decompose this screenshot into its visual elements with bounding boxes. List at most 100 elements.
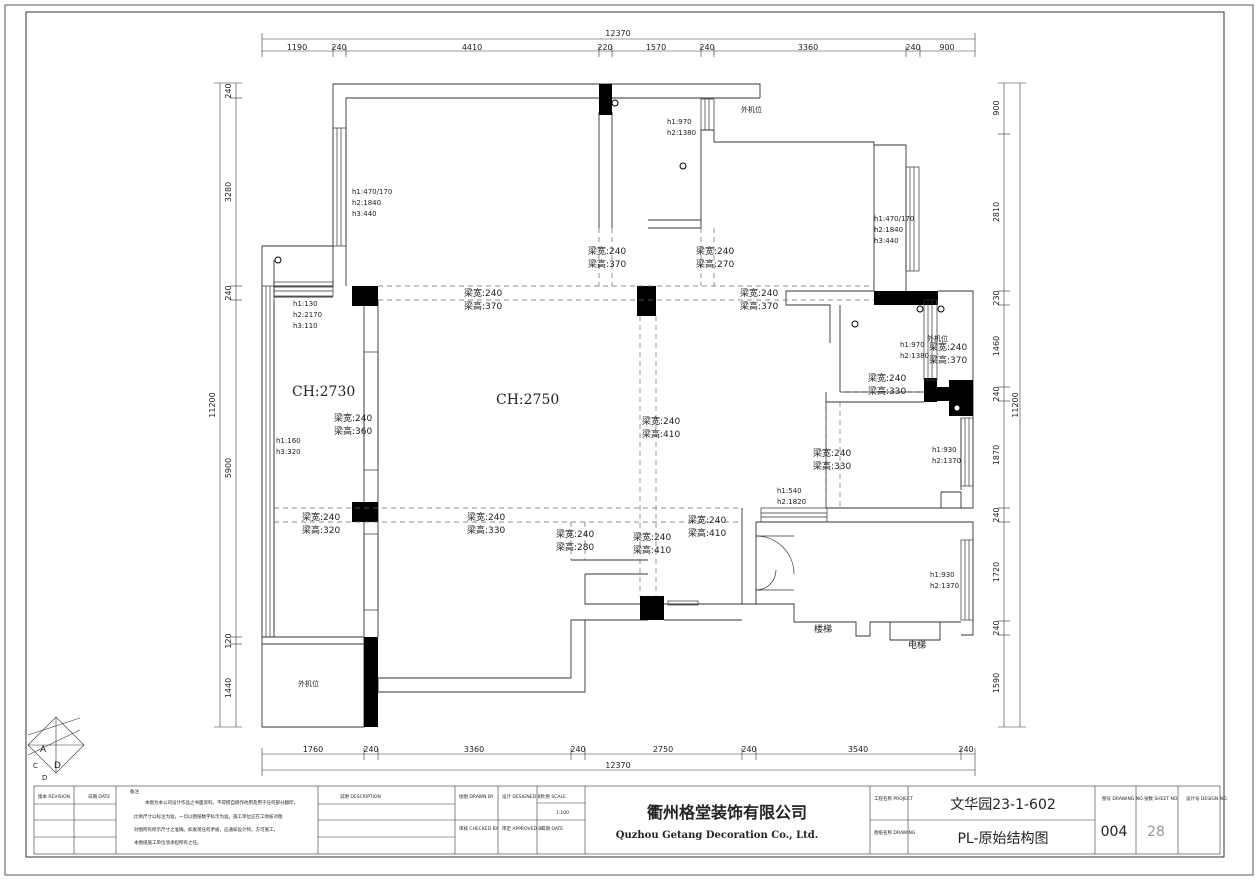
walls: [261, 83, 974, 728]
beam-label: 梁高:370: [929, 354, 967, 366]
beam-label: 梁高:370: [464, 300, 502, 312]
tb-design-no-label: 设计号 DESIGN NO.: [1186, 795, 1228, 802]
beam-label: 梁高:280: [556, 541, 594, 553]
beam-label: 梁宽:240: [688, 514, 726, 526]
beam-label: 梁高:410: [642, 428, 680, 440]
drawing-name: PL-原始结构图: [957, 831, 1048, 847]
drawing-number: 004: [1101, 824, 1128, 840]
bottom-dim-6: 240: [741, 745, 756, 754]
beam-label: 梁宽:240: [588, 245, 626, 257]
sheet-number: 28: [1147, 824, 1165, 840]
window-label: h2:1820: [777, 498, 806, 506]
company-name-en: Quzhou Getang Decoration Co., Ltd.: [616, 830, 819, 841]
right-dimensions: [998, 82, 1026, 728]
bottom-total-dim: 12370: [605, 761, 630, 770]
beam-label: 梁宽:240: [696, 245, 734, 257]
right-dim-1: 900: [992, 100, 1001, 115]
beam-label: 梁高:410: [633, 544, 671, 556]
window-label: h1:970: [667, 118, 692, 126]
right-dim-4: 1460: [992, 336, 1001, 356]
top-total-dim: 12370: [605, 29, 630, 38]
right-total-dim: 11200: [1011, 392, 1020, 417]
window-label: h1:970: [900, 341, 925, 349]
right-dim-10: 1590: [992, 673, 1001, 693]
window-label: h1:930: [932, 446, 957, 454]
marker-symbols: [274, 99, 961, 412]
top-dim-9: 900: [939, 43, 954, 52]
tb-note-line: 对图所有所示尺寸之准确。如发现任何矛盾，应通知设计师。方可施工，: [134, 826, 278, 833]
tb-scale-label: 比例 SCALE: [541, 793, 566, 800]
tb-note-line: 比例尺寸以标注为准，一切以图纸数字标示为准。施工单位应在工地核对图: [134, 813, 283, 820]
beam-label: 梁宽:240: [813, 447, 851, 459]
beam-label: 梁高:370: [740, 300, 778, 312]
stairs-label: 楼梯: [814, 623, 832, 635]
entry-door: [755, 535, 795, 591]
window-label: h3:440: [352, 210, 377, 218]
beam-label: 梁高:370: [588, 258, 626, 270]
outdoor-unit-label-2: 外机位: [927, 334, 948, 343]
tb-date-label: 日期 DATE: [88, 794, 110, 800]
tb-designed-label: 设计 DESIGNED BY: [502, 793, 543, 800]
window-label: h3:440: [874, 237, 899, 245]
ceiling-height-main: CH:2750: [496, 392, 559, 408]
beam-label: 梁高:360: [334, 425, 372, 437]
tb-note-line: 本图为本公司设计作品之书面资料，不得擅自挪作他用及用于任何部分翻印，: [145, 799, 298, 806]
bottom-dim-2: 240: [363, 745, 378, 754]
right-dim-6: 1870: [992, 445, 1001, 465]
beam-label: 梁宽:240: [334, 412, 372, 424]
bottom-dim-4: 240: [570, 745, 585, 754]
windows-lines: [261, 98, 974, 638]
top-dim-1: 1190: [287, 43, 307, 52]
tb-project-label: 工程名称 PROJECT: [874, 795, 913, 802]
beam-label: 梁高:330: [467, 524, 505, 536]
left-dim-1: 240: [224, 83, 233, 98]
outer-border: [4, 4, 1254, 876]
beam-label: 梁高:330: [813, 460, 851, 472]
index-letter-a: A: [40, 745, 47, 755]
right-dim-5: 240: [992, 386, 1001, 401]
window-label: h2:1380: [900, 352, 929, 360]
ceiling-height-left: CH:2730: [292, 384, 355, 400]
beam-label: 梁宽:240: [556, 528, 594, 540]
left-dim-5: 120: [224, 633, 233, 648]
window-label: h2:1840: [874, 226, 903, 234]
window-label: h1:160: [276, 437, 301, 445]
project-name: 文华园23-1-602: [950, 797, 1056, 813]
left-total-dim: 11200: [208, 392, 217, 417]
beam-label: 梁宽:240: [633, 531, 671, 543]
window-label: h3:110: [293, 322, 318, 330]
title-block: [33, 785, 1221, 855]
beam-lines: [274, 228, 938, 596]
tb-checked-label: 审核 CHECKED BY: [459, 825, 498, 832]
window-label: h2:1380: [667, 129, 696, 137]
inner-border: [25, 11, 1225, 858]
right-dim-9: 240: [992, 620, 1001, 635]
window-label: h1:540: [777, 487, 802, 495]
top-dim-3: 4410: [462, 43, 482, 52]
window-labels: h1:970 h2:1380 h1:470/170 h2:1840 h3:440…: [276, 118, 961, 590]
company-name-cn: 衢州格堂装饰有限公司: [647, 803, 807, 822]
tb-scale-value: 1:100: [556, 810, 569, 816]
window-label: h1:470/170: [874, 215, 914, 223]
top-dim-4: 220: [597, 43, 612, 52]
bottom-dimensions: [261, 748, 976, 776]
outdoor-unit-label-3: 外机位: [298, 679, 319, 688]
top-dimensions: [261, 33, 976, 57]
tb-rev-label: 版本 REVISION: [38, 793, 70, 800]
tb-note-line: 本图纸施工单位须承担所有之任。: [134, 839, 202, 846]
tb-date2-label: 日期 DATE: [541, 826, 563, 832]
index-letter-d: D: [54, 761, 61, 771]
beam-label: 梁高:320: [302, 524, 340, 536]
right-dim-2: 2810: [992, 202, 1001, 222]
left-dim-6: 1440: [224, 678, 233, 698]
outdoor-unit-label-1: 外机位: [741, 105, 762, 114]
left-dim-4: 5900: [224, 458, 233, 478]
beam-label: 梁宽:240: [740, 287, 778, 299]
window-label: h2:1370: [930, 582, 959, 590]
beam-label: 梁宽:240: [464, 287, 502, 299]
top-dim-2: 240: [331, 43, 346, 52]
right-dim-8: 1720: [992, 562, 1001, 582]
tb-sheet-no-label: 张数 SHEET NO.: [1144, 795, 1179, 802]
window-label: h3:320: [276, 448, 301, 456]
window-label: h1:930: [930, 571, 955, 579]
